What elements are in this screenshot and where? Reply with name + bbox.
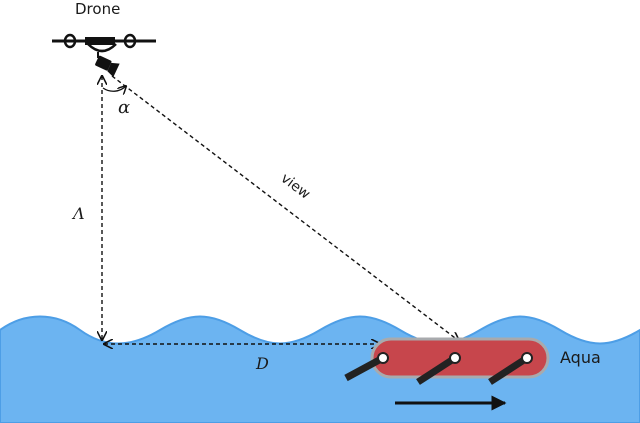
view-angle-arc: [102, 86, 126, 91]
altitude-label: Λ: [71, 204, 85, 223]
view-label: view: [278, 170, 313, 202]
robot-flipper: [488, 352, 533, 385]
view-line: [111, 75, 459, 341]
camera-icon: [95, 55, 120, 78]
robot-label: Aqua: [560, 348, 601, 367]
drone-icon: [52, 33, 156, 78]
alpha-label: α: [118, 97, 130, 118]
distance-label: D: [255, 354, 269, 373]
aqua-robot: [344, 337, 550, 385]
robot-flipper: [344, 352, 389, 382]
robot-flipper: [416, 352, 461, 385]
drone-label: Drone: [75, 0, 120, 18]
